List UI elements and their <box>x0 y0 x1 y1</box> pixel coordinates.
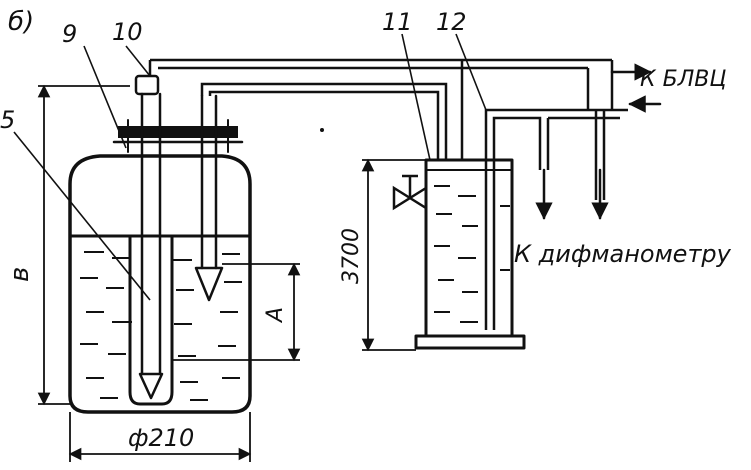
to-manometer-label: К дифманометру <box>514 240 732 268</box>
dimension-lines <box>37 84 426 462</box>
callout-9: 9 <box>62 20 77 48</box>
callout-11: 11 <box>382 8 413 36</box>
column-height-label: 3700 <box>339 228 364 284</box>
dimension-b-label: в <box>5 267 35 282</box>
vessel-liquid-hatching <box>80 251 242 401</box>
bubbler-column <box>392 158 526 350</box>
stray-dot <box>320 128 324 132</box>
piping <box>148 58 628 330</box>
dimension-a-label: А <box>263 307 288 324</box>
to-device-label: К БЛВЦ <box>640 67 726 92</box>
vessel <box>68 74 252 414</box>
callout-10: 10 <box>112 18 143 46</box>
callout-12: 12 <box>436 8 467 36</box>
diameter-label: ф210 <box>128 424 194 452</box>
side-valve-icon <box>392 174 428 211</box>
callout-5: 5 <box>0 106 15 134</box>
panel-label: б) <box>8 7 34 37</box>
callout-leaders <box>13 33 487 301</box>
